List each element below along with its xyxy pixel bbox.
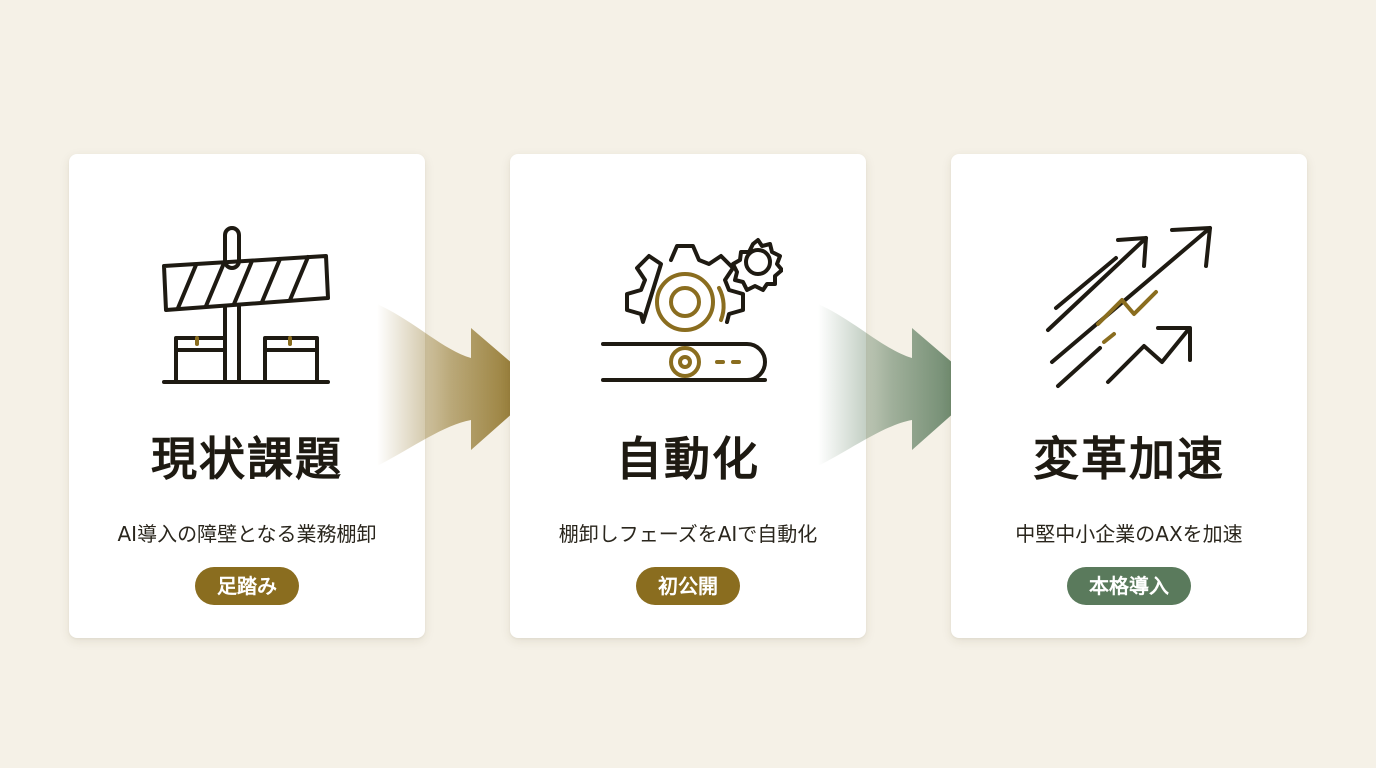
gears-conveyor-icon: [601, 238, 783, 382]
flow-arrow-gold: [377, 304, 541, 466]
card-subtitle: AI導入の障壁となる業務棚卸: [117, 522, 377, 546]
card-transformation: 変革加速 中堅中小企業のAXを加速 本格導入: [951, 154, 1307, 638]
card-subtitle: 中堅中小企業のAXを加速: [1015, 522, 1243, 546]
flow-arrow-green: [818, 304, 982, 466]
road-barrier-icon: [162, 226, 330, 384]
rising-arrows-icon: [1046, 226, 1212, 388]
card-subtitle: 棚卸しフェーズをAIで自動化: [558, 522, 818, 546]
status-badge: 本格導入: [1067, 567, 1191, 605]
status-badge: 初公開: [636, 567, 740, 605]
card-title: 自動化: [616, 432, 760, 486]
card-current-issue: 現状課題 AI導入の障壁となる業務棚卸 足踏み: [69, 154, 425, 638]
card-title: 変革加速: [1033, 432, 1225, 486]
card-automation: 自動化 棚卸しフェーズをAIで自動化 初公開: [510, 154, 866, 638]
card-title: 現状課題: [151, 432, 343, 486]
status-badge: 足踏み: [195, 567, 299, 605]
